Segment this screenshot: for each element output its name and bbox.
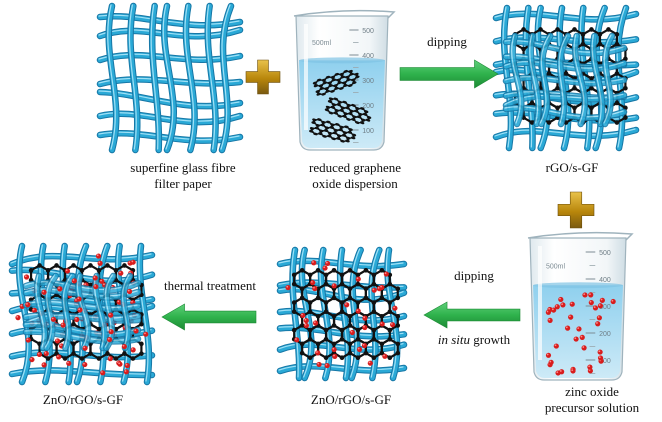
beaker-tick-label: 300 bbox=[362, 78, 374, 85]
label-zno-final: ZnO/rGO/s-GF bbox=[42, 392, 124, 407]
label-zno-middle: ZnO/rGO/s-GF bbox=[310, 392, 392, 407]
label-line: reduced graphene bbox=[308, 160, 402, 175]
beaker-tick-label: 300 bbox=[599, 304, 611, 311]
label-step-in-situ-growth: in situ growth bbox=[414, 332, 534, 348]
label-fibre-paper: superfine glass fibre filter paper bbox=[108, 160, 258, 192]
label-line: superfine glass fibre bbox=[130, 160, 236, 175]
beaker-volume-label: 500ml bbox=[312, 40, 332, 47]
beaker-tick-label: 400 bbox=[362, 53, 374, 60]
arrow-left-icon bbox=[161, 303, 257, 331]
label-line: zinc oxide bbox=[565, 384, 619, 399]
label-rgo-dispersion: reduced graphene oxide dispersion bbox=[290, 160, 420, 192]
rgo-sgf-mat bbox=[492, 4, 640, 152]
label-line: filter paper bbox=[154, 176, 212, 191]
label-line: precursor solution bbox=[544, 400, 640, 415]
beaker-icon: 500ml 500 400 300 200 100 bbox=[293, 9, 396, 151]
beaker-tick-label: 500 bbox=[599, 250, 611, 257]
plus-icon bbox=[557, 191, 595, 229]
label-in-situ: in situ bbox=[437, 332, 471, 347]
label-line: oxide dispersion bbox=[312, 176, 398, 191]
beaker-tick-label: 200 bbox=[599, 331, 611, 338]
beaker-tick-label: 100 bbox=[599, 358, 611, 365]
label-zinc-precursor: zinc oxide precursor solution bbox=[522, 384, 662, 416]
label-rgo-sgf: rGO/s-GF bbox=[545, 160, 599, 175]
beaker-tick-label: 200 bbox=[362, 103, 374, 110]
label-step-dipping-top: dipping bbox=[427, 34, 467, 49]
arrow-left-icon bbox=[423, 301, 521, 329]
label-step-dipping-bottom: dipping bbox=[454, 268, 494, 283]
label-growth: growth bbox=[470, 332, 511, 347]
beaker-icon: 500ml 500 400 300 200 100 bbox=[527, 231, 634, 381]
beaker-tick-label: 100 bbox=[362, 128, 374, 135]
beaker-tick-label: 400 bbox=[599, 277, 611, 284]
glass-fibre-mat bbox=[96, 2, 244, 154]
zno-rgo-sgf-mat-middle bbox=[276, 246, 408, 382]
zno-rgo-sgf-mat-final bbox=[8, 242, 156, 386]
plus-icon bbox=[245, 59, 281, 95]
label-step-thermal: thermal treatment bbox=[163, 278, 257, 293]
arrow-right-icon bbox=[399, 59, 499, 89]
beaker-tick-label: 500 bbox=[362, 28, 374, 35]
beaker-volume-label: 500ml bbox=[546, 264, 566, 271]
